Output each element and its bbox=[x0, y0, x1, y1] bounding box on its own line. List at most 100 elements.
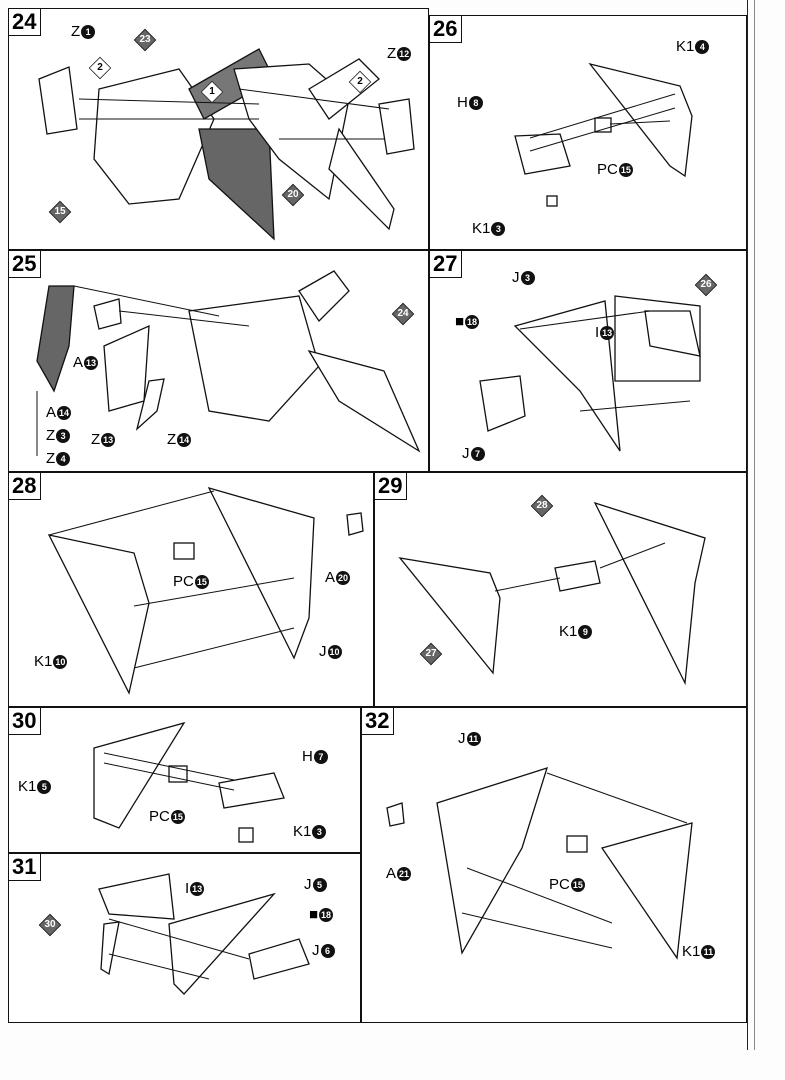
label-text: A bbox=[73, 354, 84, 371]
label-text: A bbox=[325, 569, 336, 586]
diamond-text: 28 bbox=[536, 500, 548, 511]
label-sticker: ■18 bbox=[309, 906, 334, 923]
part-number-badge: 21 bbox=[397, 867, 412, 881]
label-text: A bbox=[386, 865, 397, 882]
label-text: K1 bbox=[472, 220, 491, 237]
part-number-badge: 11 bbox=[701, 945, 716, 959]
part-number-badge: 11 bbox=[466, 732, 481, 746]
part-number-badge: 3 bbox=[312, 825, 327, 839]
step-number: 32 bbox=[362, 708, 395, 735]
label-text: H bbox=[302, 748, 313, 765]
step-number: 26 bbox=[430, 16, 463, 43]
step-31-diagram bbox=[98, 873, 310, 995]
part-number-badge: 14 bbox=[57, 406, 72, 420]
arrow-ref: 1 bbox=[200, 80, 224, 104]
part-number-badge: 6 bbox=[320, 944, 335, 958]
label-text: PC bbox=[597, 161, 618, 178]
label-text: I bbox=[595, 324, 600, 341]
label-text: Z bbox=[387, 45, 397, 62]
part-number-badge: 10 bbox=[327, 645, 342, 659]
part-number-badge: 4 bbox=[695, 40, 710, 54]
part-number-badge: 4 bbox=[56, 452, 71, 466]
diamond-text: 30 bbox=[44, 919, 56, 930]
page-edge bbox=[747, 0, 755, 1050]
step-number: 30 bbox=[9, 708, 42, 735]
label-text: J bbox=[512, 269, 520, 286]
part-number-badge: 15 bbox=[194, 575, 209, 589]
label-text: K1 bbox=[293, 823, 312, 840]
label-text: PC bbox=[173, 573, 194, 590]
part-number-badge: 1 bbox=[81, 25, 96, 39]
label-text: K1 bbox=[18, 778, 37, 795]
step-26-diagram bbox=[514, 62, 693, 207]
part-number-badge: 7 bbox=[313, 750, 328, 764]
part-number-badge: 3 bbox=[491, 222, 506, 236]
label-text: K1 bbox=[682, 943, 701, 960]
label-text: H bbox=[457, 94, 468, 111]
step-30-diagram bbox=[93, 721, 285, 843]
step-number: 25 bbox=[9, 251, 42, 278]
label-sticker: ■18 bbox=[455, 313, 480, 330]
part-number-badge: 18 bbox=[319, 908, 334, 922]
label-text: K1 bbox=[34, 653, 53, 670]
label-text: I bbox=[185, 880, 190, 897]
label-text: Z bbox=[71, 23, 81, 40]
arrow-ref: 2 bbox=[88, 56, 112, 80]
diamond-text: 20 bbox=[287, 189, 299, 200]
step-ref-badge: 26 bbox=[694, 273, 718, 297]
step-number: 27 bbox=[430, 251, 463, 278]
step-32-diagram bbox=[386, 767, 693, 960]
label-text: J bbox=[319, 643, 327, 660]
part-number-badge: 13 bbox=[190, 882, 205, 896]
step-29-diagram bbox=[398, 501, 706, 686]
step-number: 31 bbox=[9, 854, 42, 881]
part-number-badge: 13 bbox=[84, 356, 99, 370]
step-ref-badge: 15 bbox=[48, 200, 72, 224]
part-number-badge: 14 bbox=[177, 433, 192, 447]
label-text: K1 bbox=[559, 623, 578, 640]
part-number-badge: 13 bbox=[600, 326, 615, 340]
diamond-text: 15 bbox=[54, 206, 66, 217]
step-27-diagram bbox=[479, 295, 701, 452]
part-number-badge: 13 bbox=[101, 433, 116, 447]
part-number-badge: 15 bbox=[618, 163, 633, 177]
step-ref-badge: 20 bbox=[281, 183, 305, 207]
step-ref-badge: 30 bbox=[38, 913, 62, 937]
label-text: Z bbox=[91, 431, 101, 448]
diamond-text: 27 bbox=[425, 648, 437, 659]
step-ref-badge: 28 bbox=[530, 494, 554, 518]
arrow-ref: 2 bbox=[348, 70, 372, 94]
part-number-badge: 5 bbox=[312, 878, 327, 892]
part-number-badge: 9 bbox=[578, 625, 593, 639]
label-text: K1 bbox=[676, 38, 695, 55]
diamond-text: 2 bbox=[97, 62, 103, 73]
